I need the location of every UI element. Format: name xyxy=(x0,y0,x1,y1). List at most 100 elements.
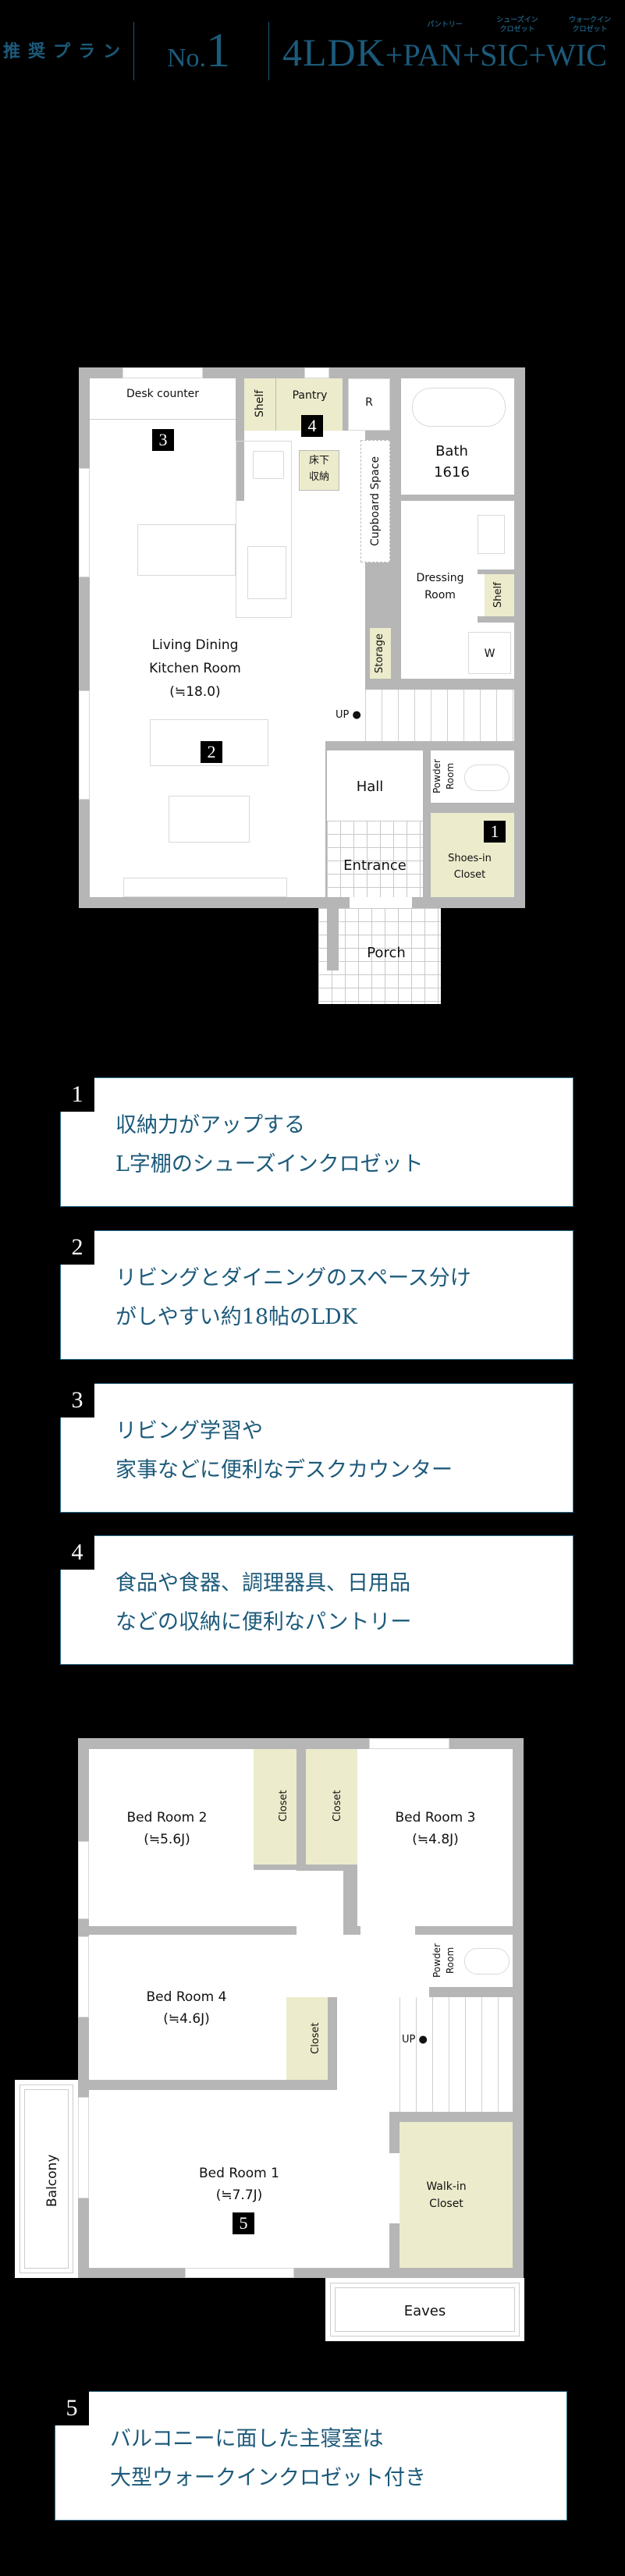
walk-in-closet xyxy=(400,2122,513,2268)
option-pantry: PAN xyxy=(403,37,463,73)
feature-card-2: 2 リビングとダイニングのスペース分けがしやすい約18帖のLDK xyxy=(60,1230,574,1360)
shoes-label-1: Shoes-in xyxy=(448,853,492,864)
washer-label: W xyxy=(484,648,495,660)
front-door[interactable] xyxy=(350,897,412,908)
wic-opening xyxy=(389,2153,400,2223)
wic-label-1: Walk-in xyxy=(426,2180,467,2193)
sink xyxy=(247,546,286,599)
closet-bedroom-3 xyxy=(306,1749,357,1865)
pantry-divider xyxy=(275,378,276,431)
bedroom-3-label: Bed Room 3 xyxy=(395,1810,476,1826)
pantry-label: Pantry xyxy=(292,389,328,402)
dressing-label-2: Room xyxy=(424,589,456,601)
feature-line-1: 収納力がアップする xyxy=(115,1113,305,1137)
feature-number-badge: 4 xyxy=(60,1535,94,1570)
window xyxy=(79,690,90,800)
shelf-wall xyxy=(478,569,514,574)
feature-line-1: リビング学習や xyxy=(115,1419,263,1443)
porch-label: Porch xyxy=(367,945,406,961)
feature-number-badge: 1 xyxy=(60,1077,94,1112)
feature-number-badge: 2 xyxy=(60,1230,94,1265)
bedroom-2-ext xyxy=(254,1870,297,1926)
feature-line-1: リビングとダイニングのスペース分け xyxy=(115,1266,471,1290)
option-walk-in-closet: WIC xyxy=(546,37,607,73)
feature-text: リビング学習や家事などに便利なデスクカウンター xyxy=(115,1412,453,1490)
shoes-label-2: Closet xyxy=(453,869,486,881)
closet-label: Closet xyxy=(278,1790,289,1822)
ldk-stair-front xyxy=(325,690,365,741)
staircase-2f xyxy=(400,1997,513,2112)
window xyxy=(123,367,203,378)
feature-badge-3: 3 xyxy=(152,429,174,451)
layout-type: 4LDK xyxy=(282,30,385,74)
storage xyxy=(370,628,391,679)
staircase xyxy=(365,690,514,741)
entrance-label: Entrance xyxy=(343,857,407,874)
toilet xyxy=(464,765,510,791)
bedroom-1-ext xyxy=(337,2080,389,2095)
stairs-up-label: UP ● xyxy=(402,2034,428,2046)
feature-card-5: 5 バルコニーに面した主寝室は大型ウォークインクロゼット付き xyxy=(55,2391,567,2521)
feature-text: 食品や食器、調理器具、日用品などの収納に便利なパントリー xyxy=(115,1564,411,1642)
up-text: UP xyxy=(336,709,350,721)
bedroom-2-label: Bed Room 2 xyxy=(126,1810,208,1826)
bedroom-4-ext xyxy=(286,1935,297,1997)
cupboard-space xyxy=(360,440,390,562)
underfloor-storage xyxy=(299,450,339,491)
feature-line-2: 家事などに便利なデスクカウンター xyxy=(115,1458,453,1482)
eaves-label: Eaves xyxy=(403,2303,446,2319)
underfloor-label-2: 収納 xyxy=(308,471,329,483)
feature-line-1: 食品や食器、調理器具、日用品 xyxy=(115,1571,410,1595)
porch-wall xyxy=(327,908,339,970)
stove xyxy=(253,451,284,479)
bedroom-1 xyxy=(89,2090,389,2268)
underfloor-label-1: 床下 xyxy=(308,455,329,467)
bathtub xyxy=(412,388,506,427)
low-table xyxy=(169,796,250,843)
floor-plan-1f: Desk counter Shelf Pantry 4 R 床下 収納 Cupb… xyxy=(0,0,625,1014)
feature-badge-4: 4 xyxy=(301,415,323,437)
window xyxy=(78,1936,89,2017)
window xyxy=(185,2268,294,2278)
hall xyxy=(327,750,423,821)
plan-number-value: 1 xyxy=(206,24,231,77)
entrance xyxy=(327,821,423,897)
window xyxy=(79,468,90,577)
window xyxy=(78,1841,89,1919)
shelf-wall xyxy=(478,616,514,623)
hallway xyxy=(297,1935,429,1997)
hallway-door-3 xyxy=(360,1871,415,1935)
feature-card-4: 4 食品や食器、調理器具、日用品などの収納に便利なパントリー xyxy=(60,1535,574,1665)
ruby-walk-in-closet: ウォークイン クロゼット xyxy=(568,16,611,34)
kitchen-counter xyxy=(236,441,292,618)
feature-badge-5: 5 xyxy=(233,2212,254,2234)
bedroom-4 xyxy=(89,1935,286,2080)
feature-card-3: 3 リビング学習や家事などに便利なデスクカウンター xyxy=(60,1383,574,1513)
feature-text: バルコニーに面した主寝室は大型ウォークインクロゼット付き xyxy=(110,2420,426,2498)
washer xyxy=(468,632,511,674)
balcony-label: Balcony xyxy=(44,2154,60,2207)
window xyxy=(304,367,329,378)
feature-line-2: 大型ウォークインクロゼット付き xyxy=(110,2466,426,2490)
tv-board xyxy=(123,878,287,897)
bedroom-1-label: Bed Room 1 xyxy=(199,2166,279,2181)
feature-number-badge: 3 xyxy=(60,1383,94,1418)
window xyxy=(78,2097,89,2198)
ldk-room xyxy=(90,378,236,897)
window xyxy=(369,1738,449,1749)
option-shoes-in-closet: SIC xyxy=(480,37,529,73)
ruby-pantry: パントリー xyxy=(427,21,463,29)
vanity xyxy=(478,515,505,554)
plan-category-label: 推奨プラン xyxy=(3,41,129,62)
ldk-area: (≒18.0) xyxy=(169,684,221,700)
closet-label: Closet xyxy=(332,1790,343,1822)
feature-badge-2: 2 xyxy=(201,741,222,763)
closet-label: Closet xyxy=(310,2022,321,2055)
wic-label-2: Closet xyxy=(429,2198,463,2210)
bath-label: Bath xyxy=(435,443,468,459)
floor-plan-2f: Balcony Eaves Bed Room 2 (≒5.6J) Closet … xyxy=(15,1738,524,2341)
bedroom-4-size: (≒4.6J) xyxy=(163,2011,210,2027)
hall-label: Hall xyxy=(356,779,384,795)
